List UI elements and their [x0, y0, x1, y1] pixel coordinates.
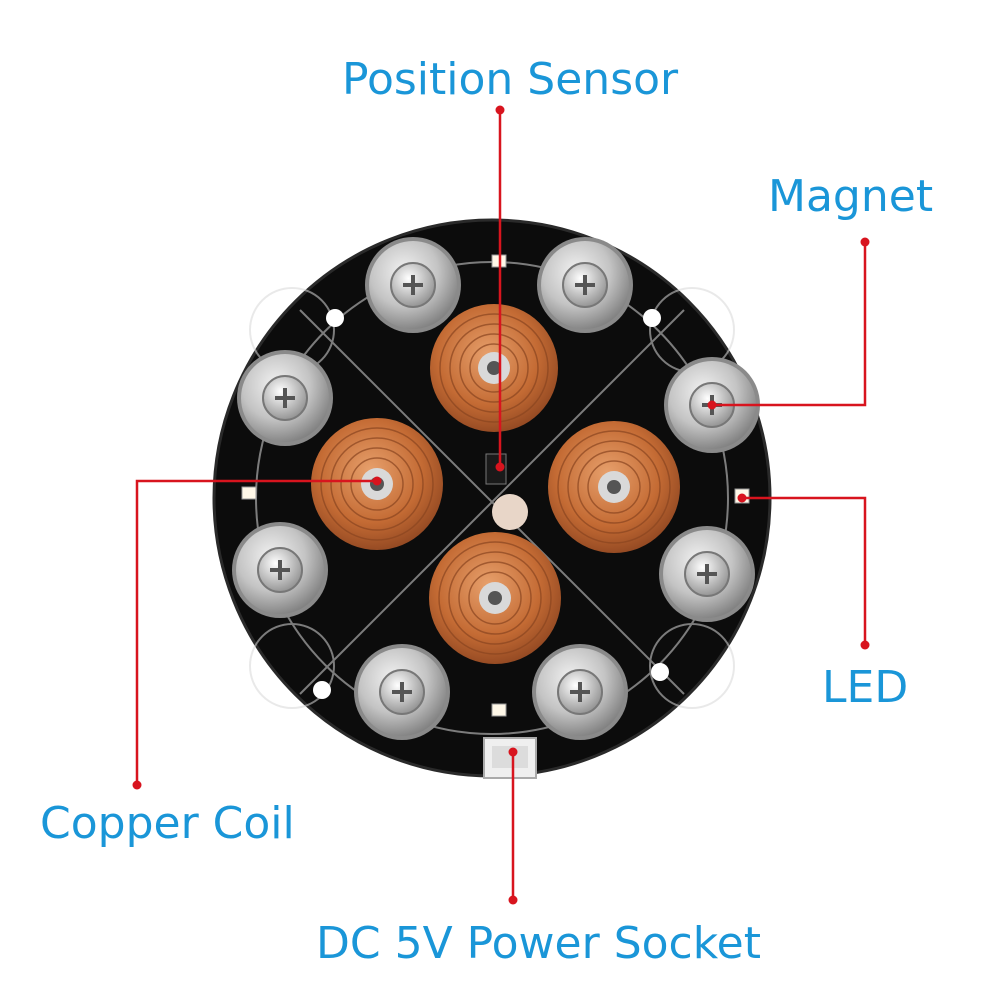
led-components [241, 254, 750, 717]
magnet-2 [537, 237, 633, 333]
magnet-1 [365, 237, 461, 333]
magnet-3 [237, 350, 333, 446]
magnet-5 [232, 522, 328, 618]
copper-coil-array [311, 304, 680, 664]
magnet-7 [354, 644, 450, 740]
copper-coil-top [430, 304, 558, 432]
magnet-8 [532, 644, 628, 740]
label-position-sensor: Position Sensor [342, 54, 679, 105]
copper-coil-bottom [429, 532, 561, 664]
label-led: LED [822, 662, 909, 713]
dc-power-socket [483, 737, 537, 779]
callout-dots [132, 105, 870, 905]
label-copper-coil: Copper Coil [40, 798, 295, 849]
pcb-board [212, 218, 772, 778]
copper-coil-right [548, 421, 680, 553]
callout-copper-coil [135, 479, 377, 785]
callout-led [742, 496, 867, 645]
magnet-6 [659, 526, 755, 622]
label-power-socket: DC 5V Power Socket [316, 918, 761, 969]
magnet-array [232, 237, 760, 740]
label-magnet: Magnet [768, 171, 934, 222]
callout-lines [135, 110, 867, 900]
callout-magnet [712, 242, 867, 407]
